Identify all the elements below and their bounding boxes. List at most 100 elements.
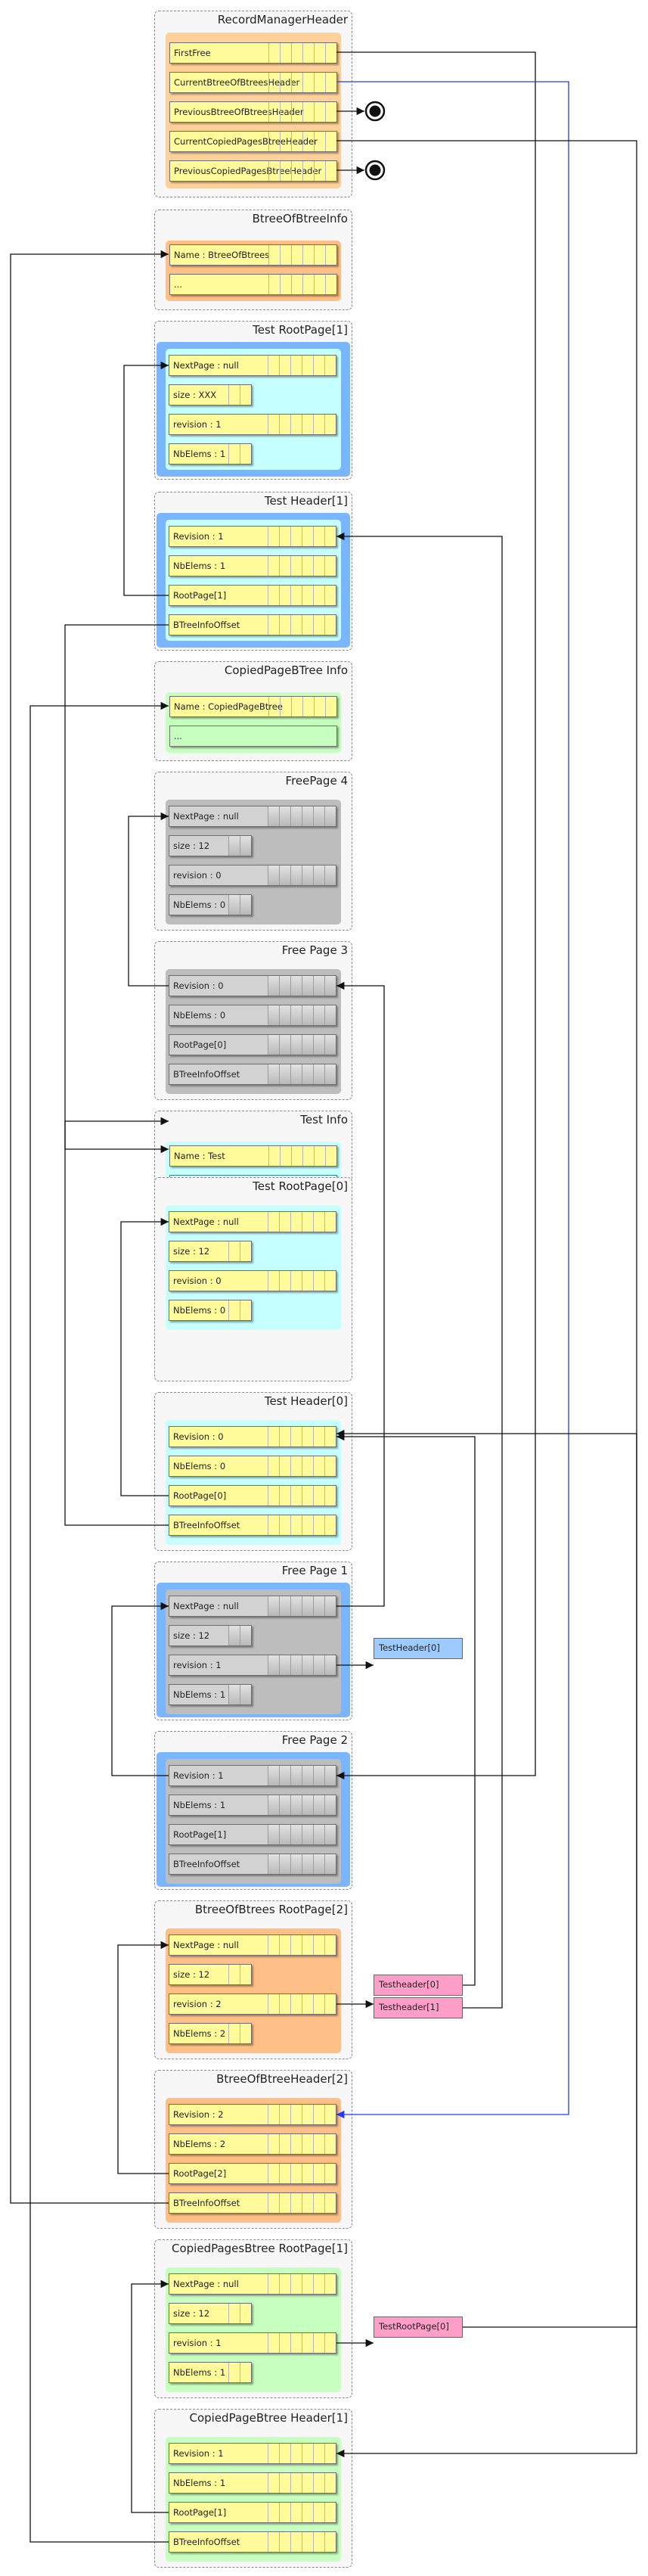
group-title: Test Header[1]	[264, 494, 348, 508]
field-nextpage-null: NextPage : null	[169, 2273, 336, 2295]
field-rootpage-1: RootPage[1]	[169, 1824, 336, 1845]
field-nextpage-null: NextPage : null	[169, 1934, 336, 1956]
field-rootpage-0: RootPage[0]	[169, 1485, 336, 1506]
field: ...	[169, 274, 337, 295]
field-size-12: size : 12	[169, 835, 252, 856]
testrootpage0-link-arrow	[336, 1429, 637, 2328]
copied-header-rootpage-arrow	[131, 2279, 169, 2513]
field-nbelems-1: NbElems : 1	[169, 443, 252, 465]
field-revision-0: revision : 0	[169, 865, 336, 886]
field-previous-btree-of-btrees-header: PreviousBtreeOfBtreesHeader	[169, 101, 337, 123]
free3-to-free4-arrow	[128, 812, 169, 987]
copied-page-btree-info-group: CopiedPageBTree Info Name : CopiedPageBt…	[154, 661, 352, 761]
field-revision-0: Revision : 0	[169, 1426, 336, 1447]
testheader0-link-arrow	[336, 1432, 476, 1986]
field-btreeinfooffset: BTreeInfoOffset	[169, 2531, 336, 2553]
label-test-root-page-0: TestRootPage[0]	[374, 2317, 463, 2338]
field-btreeinfooffset: BTreeInfoOffset	[169, 1854, 336, 1875]
current-copied-header-arrow	[336, 140, 637, 2458]
group-title: Free Page 3	[281, 943, 348, 957]
record-manager-header-group: RecordManagerHeader FirstFree CurrentBtr…	[154, 11, 352, 197]
group-title: CopiedPagesBtree RootPage[1]	[172, 2242, 348, 2255]
field-nextpage-null: NextPage : null	[169, 1596, 336, 1617]
field-btreeinfooffset: BTreeInfoOffset	[169, 614, 336, 635]
field-nbelems-2: NbElems : 2	[169, 2023, 252, 2044]
null-terminator-icon	[364, 101, 386, 122]
group-title: BtreeOfBtrees RootPage[2]	[194, 1903, 348, 1916]
field-nextpage-null: NextPage : null	[169, 1211, 336, 1232]
bob-header-info-arrow	[10, 250, 169, 2204]
header1-info-arrow	[64, 624, 169, 1154]
free1-next-to-free3-arrow	[336, 981, 385, 1607]
group-title: BtreeOfBtreeHeader[2]	[216, 2072, 348, 2086]
group-title: Test RootPage[1]	[253, 323, 348, 337]
field-rootpage-1: RootPage[1]	[169, 2502, 336, 2523]
field-revision-1: Revision : 1	[169, 2443, 336, 2464]
field-nbelems-0: NbElems : 0	[169, 1456, 336, 1477]
field-rootpage-1: RootPage[1]	[169, 585, 336, 606]
first-free-to-free-page-2-arrow	[336, 51, 536, 1780]
field-revision-1: revision : 1	[169, 414, 336, 435]
field-nbelems-2: NbElems : 2	[169, 2133, 336, 2155]
field-revision-1: Revision : 1	[169, 526, 336, 547]
field-nextpage-null: NextPage : null	[169, 355, 336, 376]
field-first-free: FirstFree	[169, 42, 337, 64]
field-nbelems-1: NbElems : 1	[169, 2362, 252, 2383]
test-info-group: Test Info Name : Test ...	[154, 1111, 352, 1210]
field-nbelems-1: NbElems : 1	[169, 2472, 336, 2494]
group-title: CopiedPageBTree Info	[224, 663, 348, 677]
group-title: Test Info	[300, 1113, 348, 1126]
field-size-12: size : 12	[169, 2303, 252, 2324]
group-title: CopiedPageBtree Header[1]	[189, 2411, 348, 2425]
field-current-copied-pages-btree-header: CurrentCopiedPagesBtreeHeader	[169, 131, 337, 152]
copied-header-info-arrow	[29, 701, 169, 2543]
field-nbelems-0: NbElems : 0	[169, 894, 252, 915]
field-btreeinfooffset: BTreeInfoOffset	[169, 1064, 336, 1085]
field-revision-2: Revision : 2	[169, 2104, 336, 2125]
group-title: Test RootPage[0]	[253, 1179, 348, 1193]
field-current-btree-of-btrees-header: CurrentBtreeOfBtreesHeader	[169, 72, 337, 93]
field-revision-0: revision : 0	[169, 1270, 336, 1291]
label-testheader-0: Testheader[0]	[374, 1975, 463, 1996]
field-revision-1: revision : 1	[169, 1655, 336, 1676]
field-revision-1: Revision : 1	[169, 1765, 336, 1786]
field-revision-0: Revision : 0	[169, 975, 336, 996]
field-revision-1: revision : 1	[169, 2332, 336, 2354]
field-nextpage-null: NextPage : null	[169, 806, 336, 827]
testheader1-link-arrow	[336, 532, 503, 2009]
label-testheader-1: Testheader[1]	[374, 1997, 463, 2018]
field-btreeinfooffset: BTreeInfoOffset	[169, 1515, 336, 1536]
group-title: BtreeOfBtreeInfo	[252, 212, 348, 225]
field-nbelems-1: NbElems : 1	[169, 555, 336, 576]
field-rootpage-0: RootPage[0]	[169, 1034, 336, 1055]
bob-header-rootpage-arrow	[117, 1941, 169, 2174]
field-nbelems-0: NbElems : 0	[169, 1300, 252, 1321]
label-test-header-0: TestHeader[0]	[374, 1638, 463, 1659]
group-title: Free Page 2	[281, 1733, 348, 1747]
field-nbelems-1: NbElems : 1	[169, 1684, 252, 1705]
field-size-xxx: size : XXX	[169, 384, 252, 406]
field-revision-2: revision : 2	[169, 1993, 336, 2015]
current-btree-header-arrow	[336, 81, 569, 2119]
header1-rootpage-arrow	[123, 361, 169, 596]
group-title: RecordManagerHeader	[217, 13, 348, 26]
group-title: Free Page 1	[281, 1564, 348, 1577]
group-title: FreePage 4	[285, 774, 348, 788]
field-size-12: size : 12	[169, 1625, 252, 1646]
field-size-12: size : 12	[169, 1241, 252, 1262]
btree-of-btree-info-group: BtreeOfBtreeInfo Name : BtreeOfBtrees ..…	[154, 210, 352, 310]
field-btreeinfooffset: BTreeInfoOffset	[169, 2192, 336, 2214]
field-rootpage-2: RootPage[2]	[169, 2163, 336, 2184]
field-nbelems-0: NbElems : 0	[169, 1005, 336, 1026]
field: Name : CopiedPageBtree	[169, 696, 337, 717]
free2-to-free1-arrow	[111, 1602, 169, 1776]
header0-rootpage-arrow	[120, 1217, 169, 1496]
null-terminator-icon	[364, 160, 386, 181]
field-size-12: size : 12	[169, 1964, 252, 1985]
group-title: Test Header[0]	[264, 1394, 348, 1408]
field: ...	[169, 726, 337, 747]
field: Name : Test	[169, 1145, 337, 1167]
field-nbelems-1: NbElems : 1	[169, 1794, 336, 1816]
field-previous-copied-pages-btree-header: PreviousCopiedPagesBtreeHeader	[169, 160, 337, 182]
